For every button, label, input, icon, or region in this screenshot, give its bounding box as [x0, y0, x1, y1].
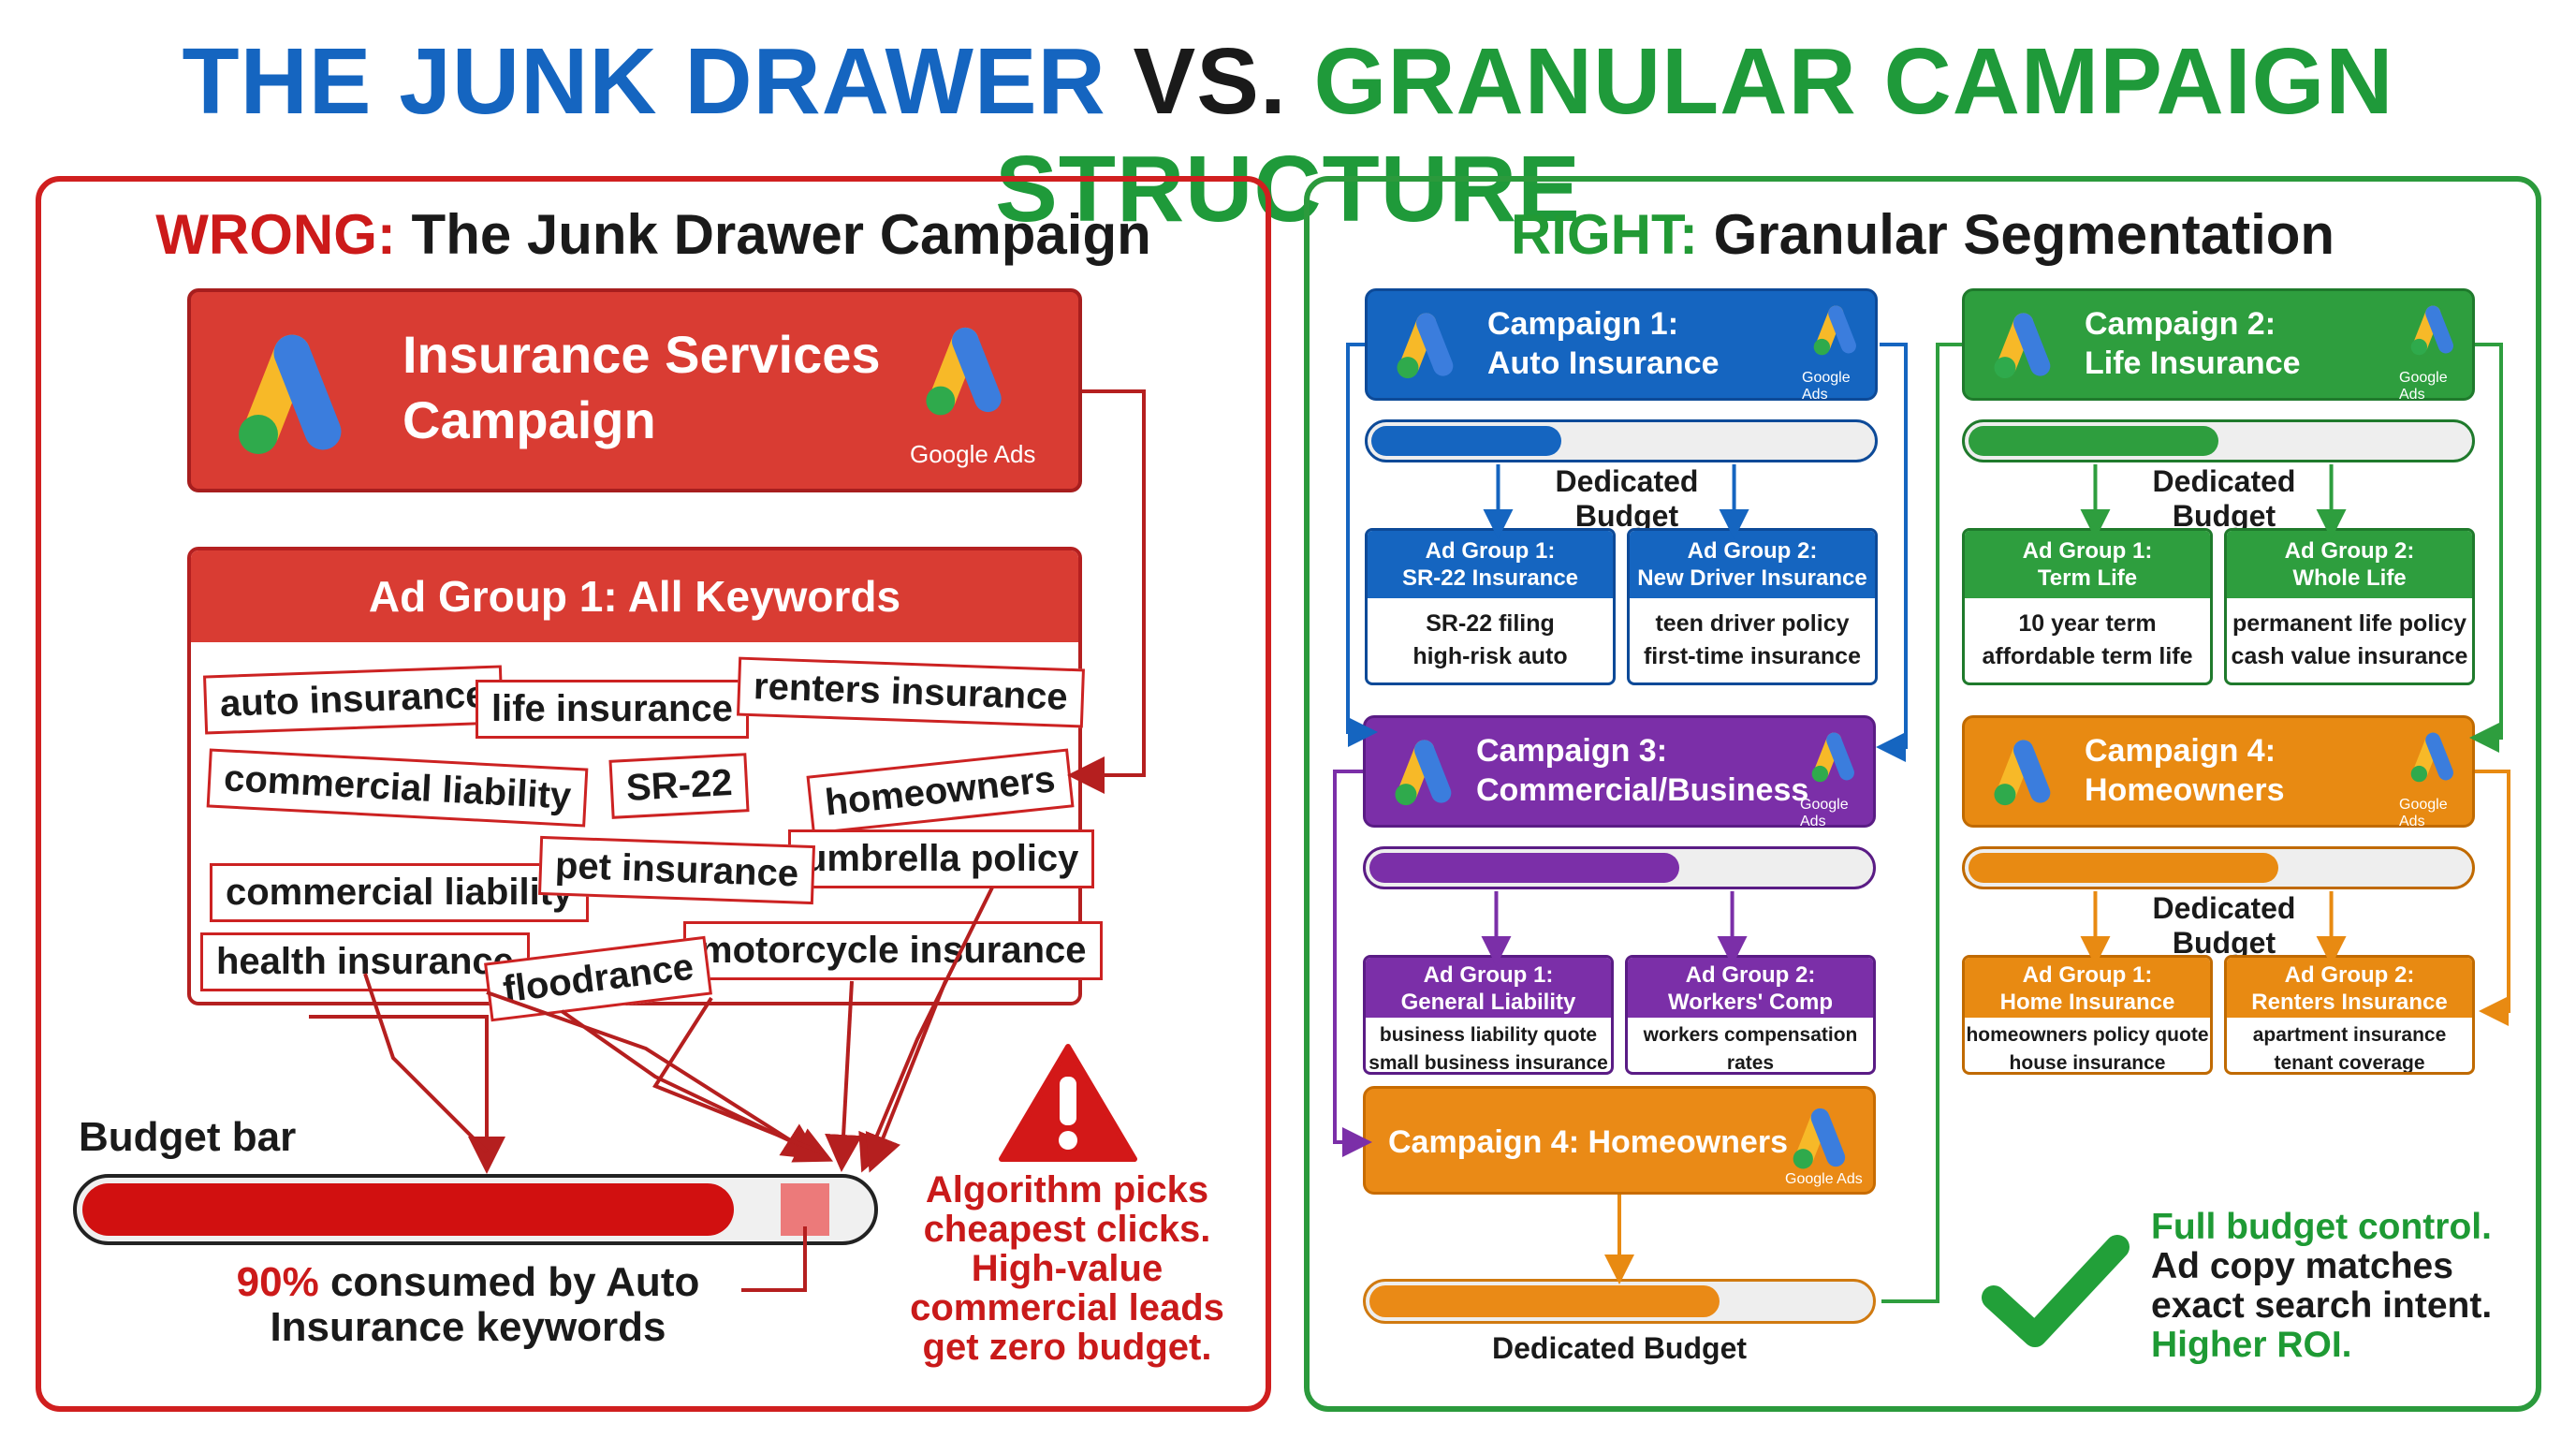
page-title: THE JUNK DRAWER VS. GRANULAR CAMPAIGN ST… — [182, 29, 2394, 242]
ad-group-box: Ad Group 2: New Driver Insurance teen dr… — [1627, 528, 1878, 685]
keyword-tag: motorcycle insurance — [683, 921, 1103, 980]
google-ads-logo-icon — [239, 334, 342, 454]
ad-group-box: Ad Group 2: Whole Life permanent life po… — [2224, 528, 2475, 685]
campaign-budget-bar — [1962, 846, 2475, 889]
keyword-tag: umbrella policy — [788, 829, 1095, 888]
google-ads-brand: Google Ads — [2399, 370, 2448, 403]
right-panel: RIGHT: Granular Segmentation — [1304, 176, 2541, 1412]
google-ads-logo-icon — [1386, 306, 1463, 388]
campaign-box: Campaign 2: Life Insurance Google Ads — [1962, 288, 2475, 403]
wrong-heading: WRONG: The Junk Drawer Campaign — [155, 203, 1151, 266]
checkmark-icon — [1982, 1235, 2130, 1347]
budget-fill — [1371, 426, 1561, 456]
dedicated-budget-label: Dedicated Budget — [2093, 891, 2355, 961]
bottom-budget-label: Dedicated Budget — [1491, 1331, 1748, 1365]
keyword-tag: auto insurance — [202, 665, 504, 735]
google-ads-brand: Google Ads — [1802, 370, 1851, 403]
google-ads-brand: Google Ads — [910, 440, 1036, 468]
ad-group-box: Ad Group 1: Term Life 10 year term affor… — [1962, 528, 2213, 685]
google-ads-logo-icon — [1983, 733, 2060, 814]
wrong-panel: WRONG: The Junk Drawer Campaign — [36, 176, 1271, 1412]
keyword-tag: pet insurance — [537, 835, 816, 905]
keyword-tag: renters insurance — [737, 656, 1085, 728]
google-ads-logo-icon — [1804, 727, 1862, 790]
warning-icon — [999, 1044, 1137, 1162]
consumed-note: 90% consumed by Auto Insurance keywords — [236, 1259, 700, 1350]
budget-bar-label: Budget bar — [79, 1114, 297, 1160]
campaign-budget-bar — [1365, 419, 1878, 462]
ad-group-box: Ad Group 2: Renters Insurance apartment … — [2224, 955, 2475, 1075]
google-ads-logo-icon — [2403, 727, 2461, 790]
keyword-tag: commercial liability — [210, 863, 590, 922]
budget-fill — [1969, 853, 2279, 883]
campaign-budget-bar — [1363, 846, 1876, 889]
summary-note: Full budget control. Ad copy matches exa… — [2151, 1207, 2493, 1365]
budget-fill — [82, 1183, 734, 1236]
google-ads-logo-icon — [1983, 306, 2060, 388]
google-ads-brand: Google Ads — [2399, 797, 2448, 829]
dedicated-budget-label: Dedicated Budget — [1496, 464, 1758, 534]
ad-group-box: Ad Group 1: General Liability business l… — [1363, 955, 1614, 1075]
google-ads-logo-icon — [1793, 1108, 1846, 1169]
keyword-tag: SR-22 — [608, 753, 750, 819]
google-ads-brand: Google Ads — [1785, 1171, 1863, 1187]
dedicated-budget-label: Dedicated Budget — [2093, 464, 2355, 534]
keyword-tag: life insurance — [476, 680, 749, 739]
google-ads-logo-icon — [1806, 301, 1864, 363]
campaign-budget-bar — [1962, 419, 2475, 462]
adgroup-header: Ad Group 1: All Keywords — [191, 550, 1078, 642]
budget-fill — [1369, 1285, 1720, 1317]
campaign-box: Campaign 3: Commercial/Business Google A… — [1363, 715, 1876, 829]
google-ads-logo-icon — [1384, 733, 1461, 814]
budget-fill — [1369, 853, 1680, 883]
campaign-box: Campaign 4: Homeowners Google Ads — [1962, 715, 2475, 829]
budget-remaining — [781, 1183, 829, 1236]
campaign-box: Campaign 1: Auto Insurance Google Ads — [1365, 288, 1878, 403]
google-ads-logo-icon — [926, 327, 1002, 416]
bottom-campaign-homeowners: Campaign 4: Homeowners Google Ads — [1363, 1086, 1876, 1195]
google-ads-brand: Google Ads — [1800, 797, 1849, 829]
keyword-tag: health insurance — [200, 932, 530, 991]
junk-campaign-box: Insurance Services Campaign Google Ads — [187, 288, 1082, 492]
ad-group-box: Ad Group 2: Workers' Comp workers compen… — [1625, 955, 1876, 1075]
bottom-budget-bar — [1363, 1279, 1876, 1324]
ad-group-box: Ad Group 1: SR-22 Insurance SR-22 filing… — [1365, 528, 1616, 685]
junk-budget-bar — [73, 1174, 878, 1245]
right-heading: RIGHT: Granular Segmentation — [1510, 203, 2335, 266]
warning-note: Algorithm picks cheapest clicks. High-va… — [910, 1169, 1224, 1368]
google-ads-logo-icon — [2403, 301, 2461, 363]
ad-group-box: Ad Group 1: Home Insurance homeowners po… — [1962, 955, 2213, 1075]
budget-fill — [1969, 426, 2218, 456]
